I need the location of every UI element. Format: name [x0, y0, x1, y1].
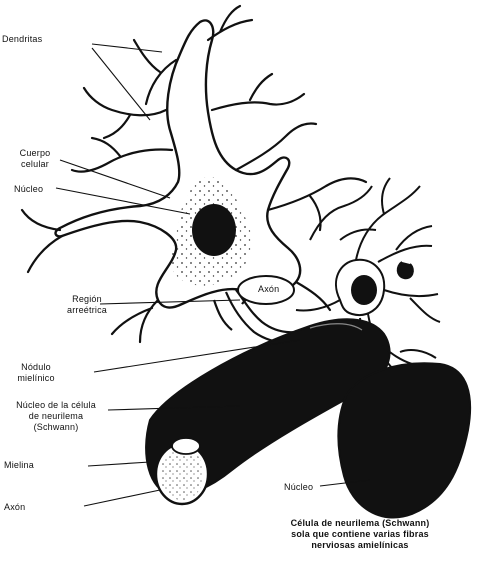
- curl-detail: [398, 262, 413, 278]
- label-axon-bottom: Axón: [4, 502, 25, 513]
- label-dendritas: Dendritas: [2, 34, 42, 45]
- label-axon: Axón: [258, 284, 279, 295]
- label-mielina: Mielina: [4, 460, 34, 471]
- caption: Célula de neurilema (Schwann) sola que c…: [234, 518, 486, 551]
- label-region: Región arreétrica: [52, 294, 122, 316]
- small-nucleus-dark: [351, 275, 377, 305]
- nucleus-dark: [192, 204, 236, 256]
- label-nucleo-right: Núcleo: [284, 482, 313, 493]
- label-cuerpo-celular: Cuerpo celular: [6, 148, 64, 170]
- axon-core: [172, 438, 200, 454]
- label-nucleo-celula: Núcleo de la célula de neurilema (Schwan…: [0, 400, 112, 433]
- label-nodulo: Nódulo mielínico: [0, 362, 72, 384]
- label-nucleo: Núcleo: [14, 184, 43, 195]
